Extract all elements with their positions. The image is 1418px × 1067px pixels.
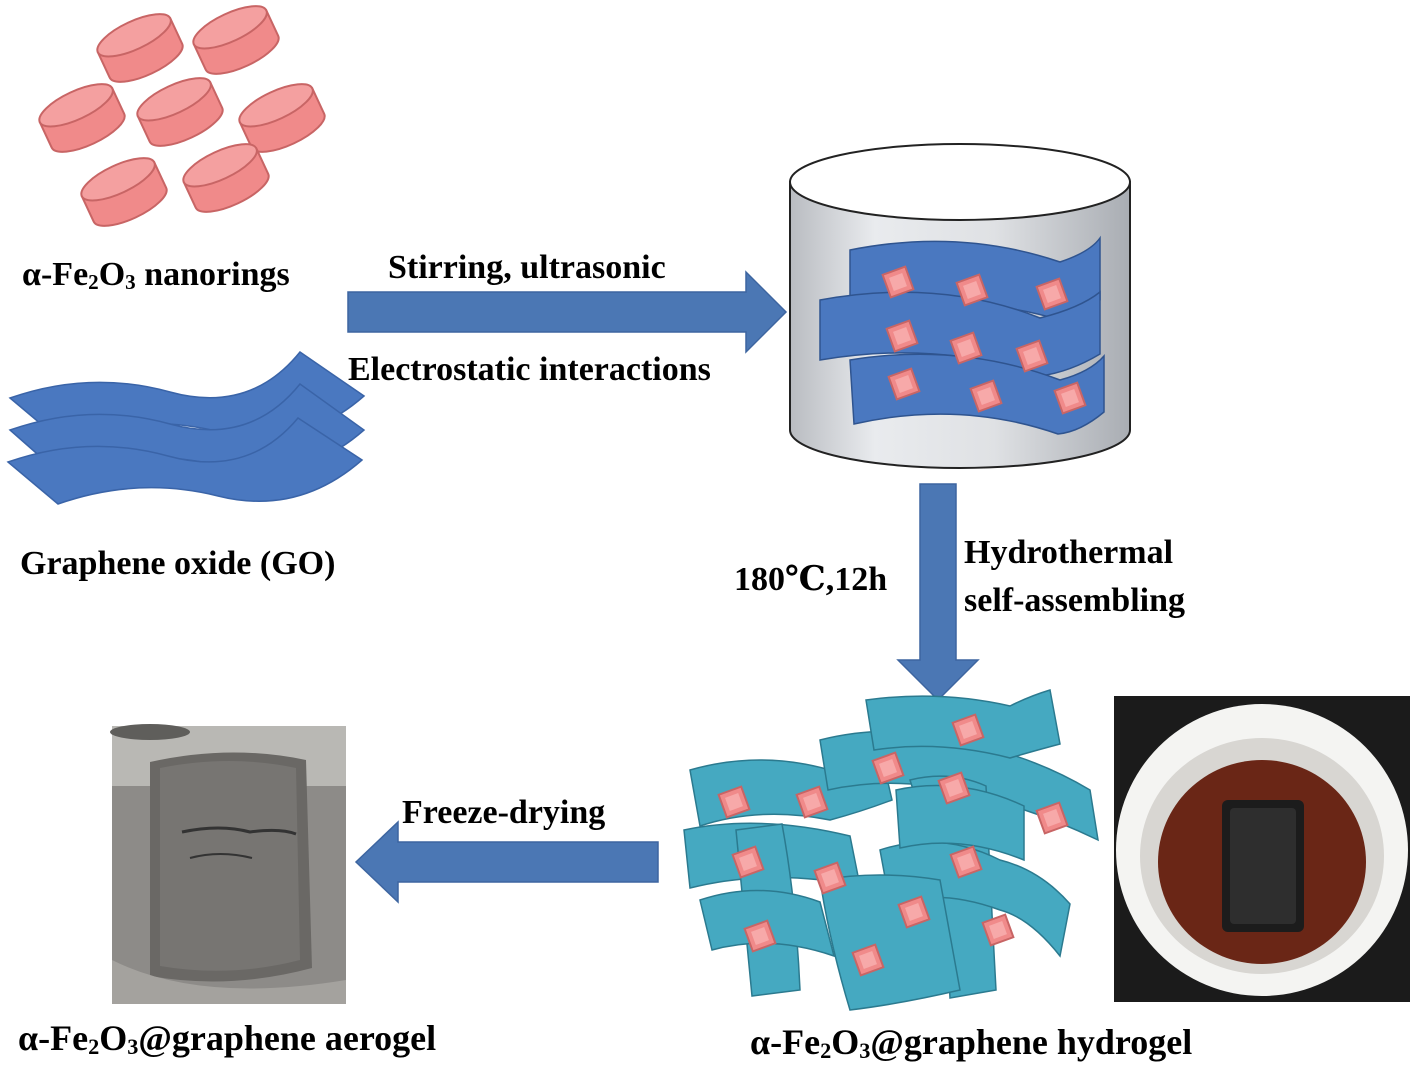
arrow-down-hydrothermal: [896, 483, 980, 702]
hydrothermal-label: Hydrothermal: [964, 534, 1174, 571]
graphene-oxide-icon: [6, 350, 366, 505]
nanorings-label: α-Fe2O3 nanorings: [22, 256, 290, 294]
mixing-step-label: Stirring, ultrasonic: [388, 249, 666, 286]
conditions-label: 180℃,12h: [734, 561, 888, 598]
self-assembling-label: self-assembling: [964, 582, 1185, 619]
hydrogel-label: α-Fe2O3@graphene hydrogel: [750, 1022, 1193, 1064]
arrow-left-freeze-drying: [354, 820, 659, 904]
arrow-right-mixing: [347, 270, 788, 354]
nanorings-icon: [32, 0, 332, 236]
aerogel-label: α-Fe2O3@graphene aerogel: [18, 1018, 437, 1060]
interaction-label: Electrostatic interactions: [348, 351, 711, 388]
freeze-drying-label: Freeze-drying: [402, 794, 606, 831]
hydrogel-photo: [1114, 696, 1410, 1002]
graphene-oxide-label: Graphene oxide (GO): [20, 545, 336, 582]
aerogel-photo: [110, 724, 346, 1004]
